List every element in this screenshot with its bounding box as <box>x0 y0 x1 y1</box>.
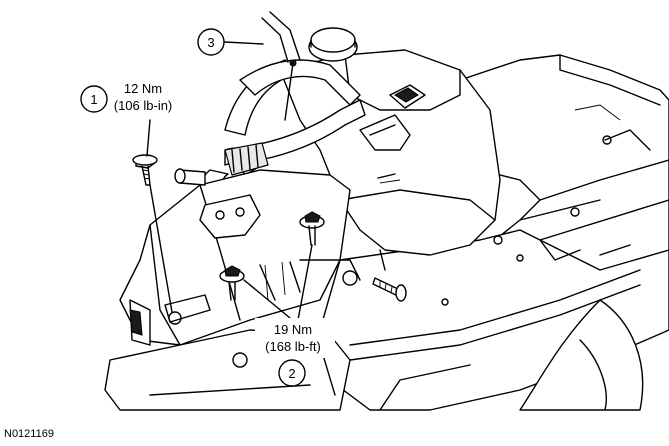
bolt-side <box>372 277 407 302</box>
callout-2-number: 2 <box>288 366 295 381</box>
figure-id: N0121169 <box>4 428 54 440</box>
callout-1-number: 1 <box>90 92 97 107</box>
callout-2-torque-imperial: (168 lb-ft) <box>265 339 321 354</box>
callout-3-number: 3 <box>207 35 214 50</box>
callout-2-torque-nm: 19 Nm <box>274 322 312 337</box>
lower-structure <box>519 299 644 411</box>
bolt-item-1 <box>132 154 158 186</box>
callout-3: 3 <box>197 28 225 56</box>
callout-1-torque-imperial: (106 lb-in) <box>114 98 173 113</box>
callout-1-torque-nm: 12 Nm <box>124 81 162 96</box>
bolt-item-2-lower <box>219 265 245 301</box>
callout-1: 1 12 Nm (106 lb-in) <box>80 81 173 113</box>
bolt-item-2-upper <box>299 211 325 246</box>
leader-lines <box>146 41 313 321</box>
callout-2: 19 Nm (168 lb-ft) 2 <box>255 318 335 387</box>
